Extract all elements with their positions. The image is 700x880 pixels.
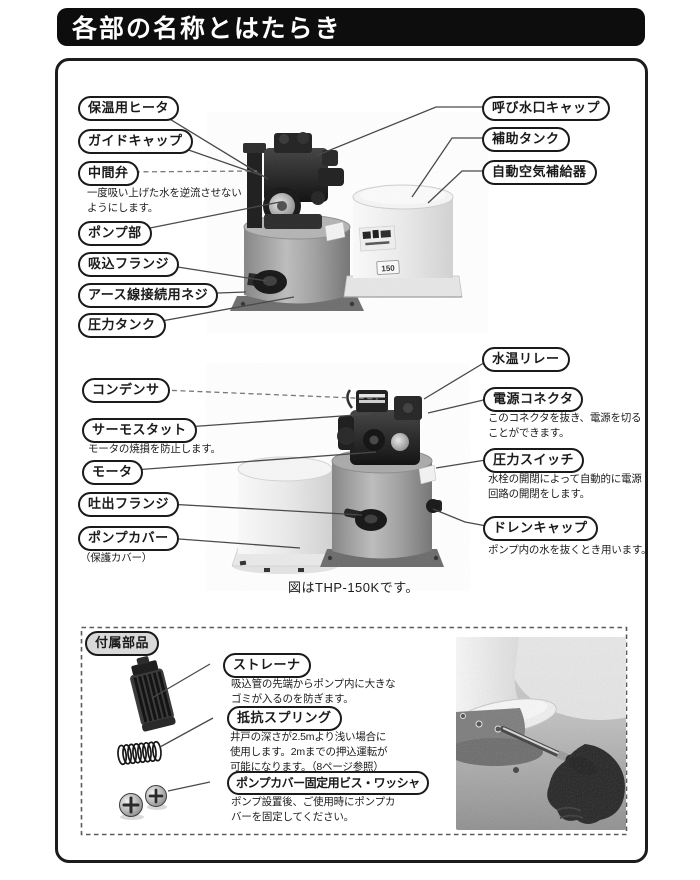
label-pressure-tank: 圧力タンク [78,313,166,338]
label-pump-cover: ポンプカバー [78,526,179,551]
content-frame [55,58,648,863]
power-connector-description: このコネクタを抜き、電源を切る ことができます。 [488,412,642,439]
label-strainer: ストレーナ [223,653,311,678]
pressure-switch-description: 水栓の開閉によって自動的に電源 回路の開閉をします。 [488,473,642,500]
resistance-spring-description: 井戸の深さが2.5mより浅い場合に 使用します。2mまでの押込運転が 可能になり… [230,731,388,773]
label-motor: モータ [82,460,143,485]
label-priming-port-cap: 呼び水口キャップ [482,96,611,121]
label-thermostat: サーモスタット [82,418,197,443]
label-ground-wire-screw: アース線接続用ネジ [78,283,219,308]
label-pressure-switch: 圧力スイッチ [483,448,585,473]
label-auto-air-feeder: 自動空気補給器 [482,160,597,185]
section-header: 各部の名称とはたらき [57,8,645,46]
page-title: 各部の名称とはたらき [72,15,342,43]
label-resistance-spring: 抵抗スプリング [227,706,342,731]
strainer-image [130,656,176,732]
intermediate-valve-description: 一度吸い上げた水を逆流させない ようにします。 [87,187,242,214]
label-condenser: コンデンサ [82,378,170,403]
pump-cover-subnote: （保護カバー） [80,552,153,564]
accessories-title: 付属部品 [85,631,160,656]
label-heat-retention-heater: 保温用ヒータ [78,96,180,121]
label-intermediate-valve: 中間弁 [78,161,139,186]
model-caption: 図はTHP-150Kです。 [288,580,419,595]
label-drain-cap: ドレンキャップ [483,516,598,541]
strainer-description: 吸込管の先端からポンプ内に大きな ゴミが入るのを防ぎます。 [231,678,396,705]
screws-image [119,785,167,820]
installation-photo [456,637,626,830]
drain-cap-description: ポンプ内の水を抜くとき用います。 [488,544,652,556]
label-guide-cap: ガイドキャップ [78,129,193,154]
label-pump-section: ポンプ部 [78,221,152,246]
label-suction-flange: 吸込フランジ [78,252,180,277]
cover-fixing-screws-description: ポンプ設置後、ご使用時にポンプカ バーを固定してください。 [231,796,396,823]
label-discharge-flange: 吐出フランジ [78,492,180,517]
label-water-temp-relay: 水温リレー [482,347,570,372]
thermostat-description: モータの焼損を防止します。 [88,443,221,455]
label-power-connector: 電源コネクタ [483,387,584,412]
spring-image [117,740,162,766]
label-cover-fixing-screws: ポンプカバー固定用ビス・ワッシャ [227,771,429,796]
label-auxiliary-tank: 補助タンク [482,127,570,152]
accessories-box-border [80,626,628,836]
